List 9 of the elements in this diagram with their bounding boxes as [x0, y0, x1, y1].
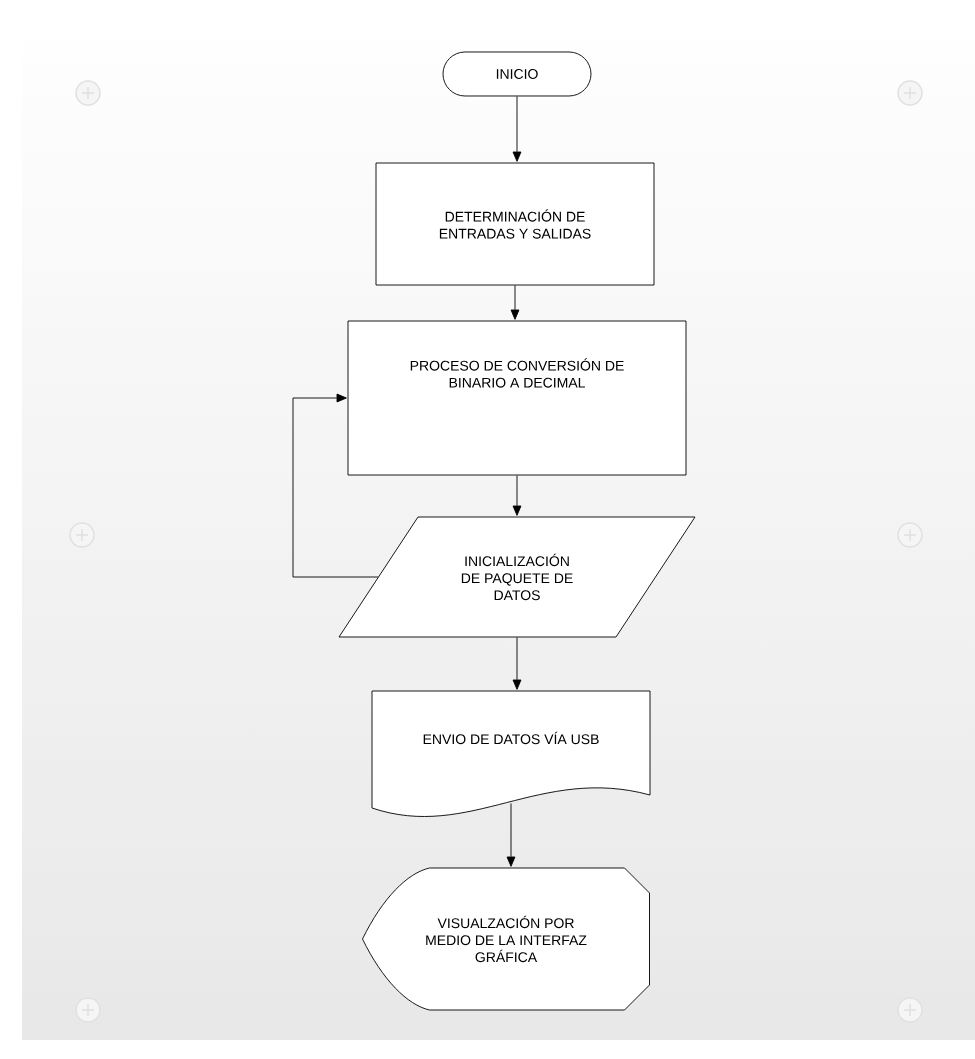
arrow	[512, 475, 522, 516]
arrow	[512, 96, 522, 162]
arrow	[512, 637, 522, 690]
arrow	[506, 803, 516, 867]
process-box: PROCESO DE CONVERSIÓN DE BINARIO A DECIMAL	[347, 320, 687, 476]
process-box: DETERMINACIÓN DE ENTRADAS Y SALIDAS	[375, 162, 655, 286]
arrow	[510, 285, 520, 320]
data-parallelogram: INICIALIZACIÓN DE PAQUETE DE DATOS	[338, 516, 696, 638]
arrow	[292, 393, 379, 578]
